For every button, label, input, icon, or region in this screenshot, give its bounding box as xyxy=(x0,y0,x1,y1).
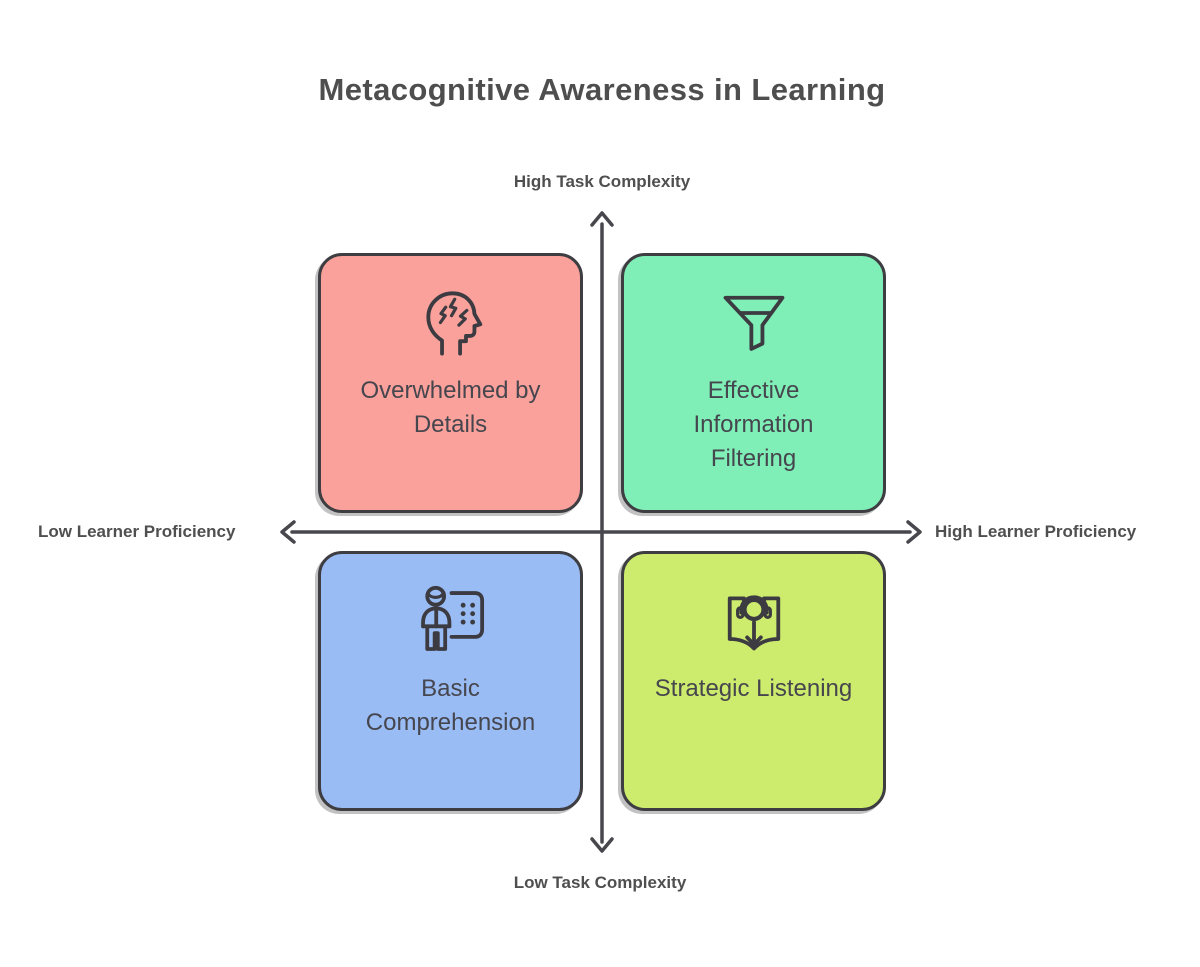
quadrant-bottom-left: Basic Comprehension xyxy=(318,551,583,811)
listening-book-icon xyxy=(716,582,792,658)
quadrant-label: Overwhelmed by Details xyxy=(360,377,541,438)
arrow-left-icon xyxy=(280,520,296,544)
person-board-icon xyxy=(413,582,489,658)
quadrant-top-left: Overwhelmed by Details xyxy=(318,253,583,513)
axis-label-right: High Learner Proficiency xyxy=(935,522,1137,541)
arrow-down-icon xyxy=(590,837,614,853)
arrow-up-icon xyxy=(590,211,614,227)
axis-label-bottom: Low Task Complexity xyxy=(513,873,687,892)
quadrant-top-right: Effective Information Filtering xyxy=(621,253,886,513)
axis-label-left: Low Learner Proficiency xyxy=(38,522,236,541)
stressed-head-icon xyxy=(413,284,489,360)
quadrant-label: Effective Information Filtering xyxy=(693,377,814,472)
quadrant-label: Basic Comprehension xyxy=(365,675,536,736)
quadrant-label: Strategic Listening xyxy=(654,675,853,702)
funnel-icon xyxy=(716,284,792,360)
arrow-right-icon xyxy=(906,520,922,544)
page-title: Metacognitive Awareness in Learning xyxy=(318,72,886,107)
axis-label-top: High Task Complexity xyxy=(513,172,691,191)
quadrant-bottom-right: Strategic Listening xyxy=(621,551,886,811)
